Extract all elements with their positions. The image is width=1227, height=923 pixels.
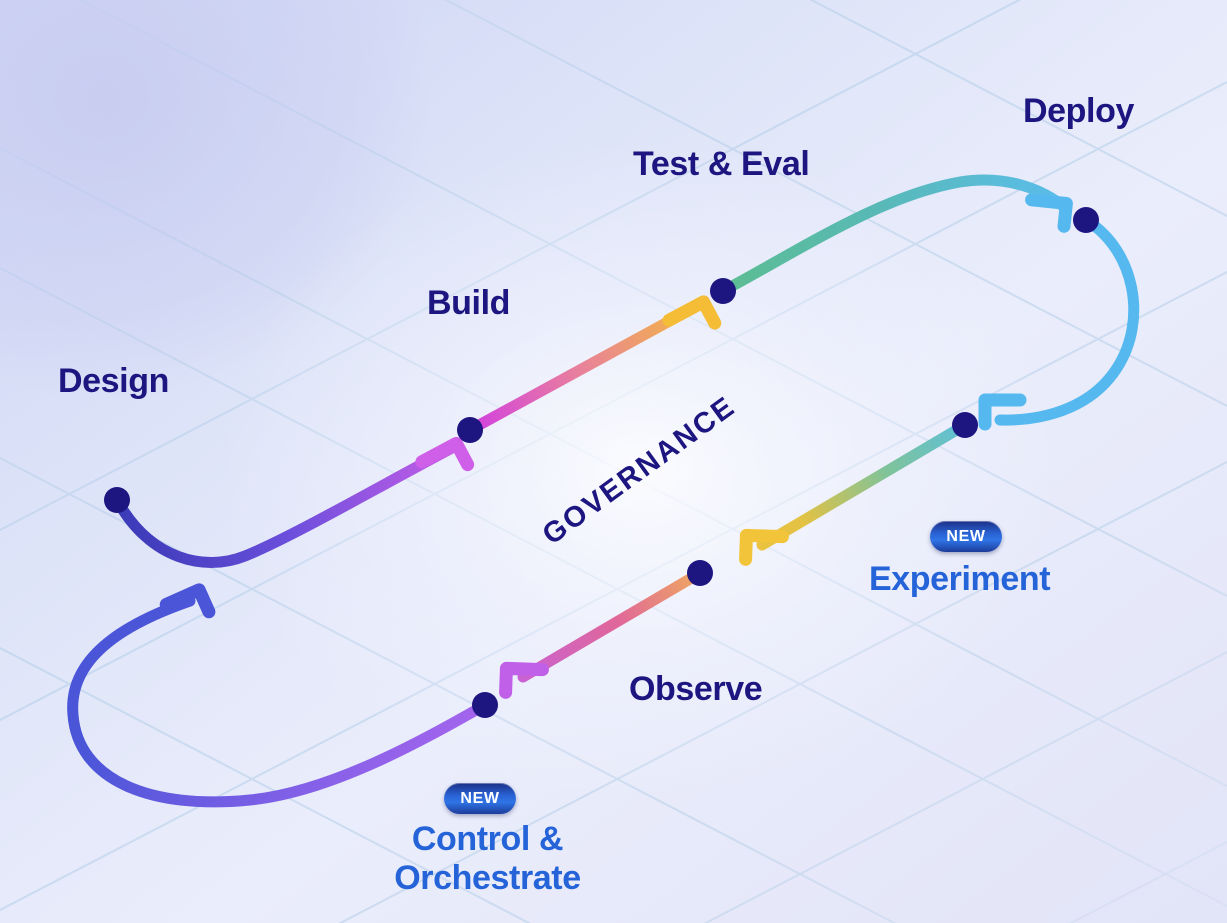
stage-label-observe[interactable]: Observe [629, 670, 763, 708]
stage-label-control-orchestrate[interactable]: Control & Orchestrate [390, 820, 585, 899]
stage-label-deploy[interactable]: Deploy [1023, 92, 1134, 130]
path-experiment-to-observe [756, 419, 971, 551]
stage-label-control-line1: Control & [411, 820, 564, 858]
node-dot-test-eval[interactable] [710, 278, 736, 304]
pin-stems [114, 131, 1089, 793]
path-observe-to-control [517, 567, 706, 683]
path-deploy-to-experiment [994, 214, 1140, 426]
new-badge-experiment: NEW [930, 521, 1002, 552]
arrowhead-test-eval [662, 295, 722, 330]
arrowhead-design [159, 583, 216, 619]
node-dot-observe[interactable] [687, 560, 713, 586]
stage-label-experiment[interactable]: Experiment [869, 560, 1051, 598]
arrowhead-experiment [978, 393, 1027, 431]
path-build-to-test [464, 300, 703, 436]
node-dot-design[interactable] [104, 487, 130, 513]
stage-label-design[interactable]: Design [58, 362, 169, 400]
new-badge-label-experiment: NEW [946, 527, 986, 545]
stage-label-control-line2: Orchestrate [394, 859, 581, 898]
arrowhead-control [499, 661, 549, 699]
node-dot-control[interactable] [472, 692, 498, 718]
arrowhead-observe [739, 528, 789, 566]
new-badge-label-control: NEW [460, 789, 500, 807]
path-design-to-build [111, 442, 458, 568]
stage-label-build[interactable]: Build [427, 284, 510, 322]
node-dot-build[interactable] [457, 417, 483, 443]
stage-label-test-eval[interactable]: Test & Eval [633, 145, 810, 183]
center-glow [220, 140, 1060, 800]
path-control-to-design [67, 595, 491, 808]
arrowhead-deploy [1025, 193, 1073, 233]
node-dot-deploy[interactable] [1073, 207, 1099, 233]
node-dots [104, 207, 1099, 718]
arrowhead-build [415, 436, 475, 472]
path-test-to-deploy [717, 174, 1070, 297]
new-badge-control: NEW [444, 783, 516, 814]
node-dot-experiment[interactable] [952, 412, 978, 438]
